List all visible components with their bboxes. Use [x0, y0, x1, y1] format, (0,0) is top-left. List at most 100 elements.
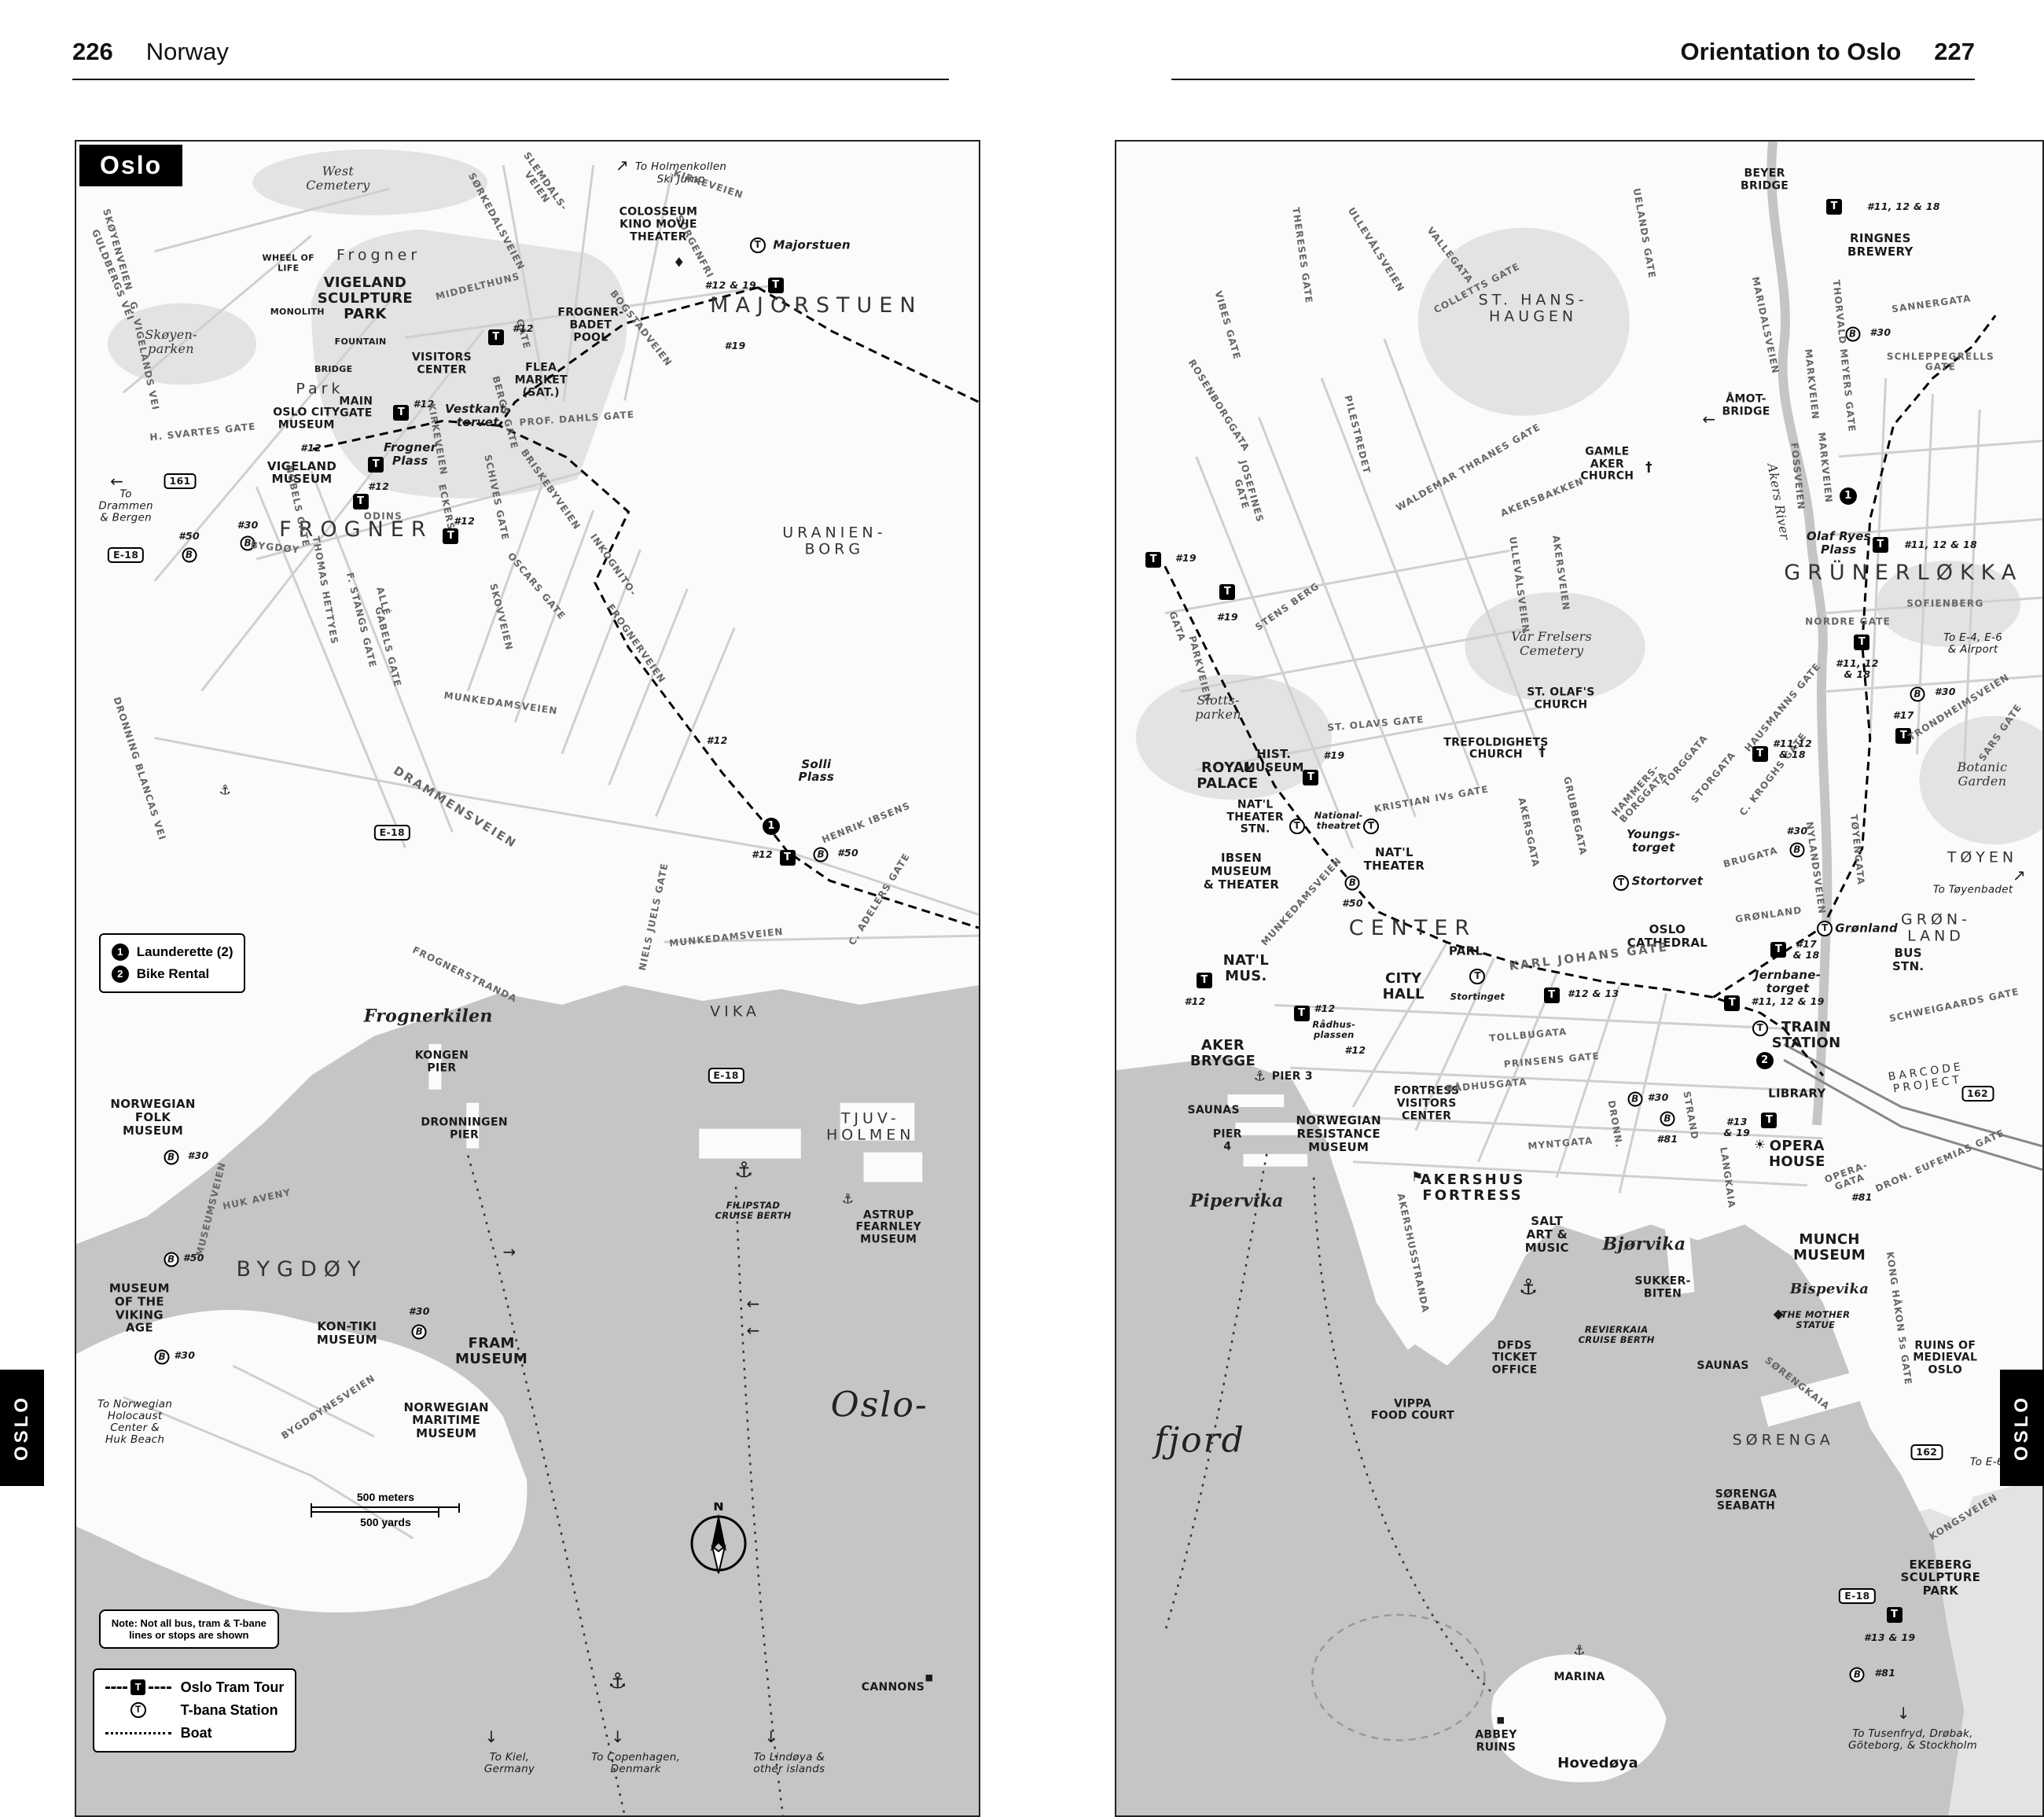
- map-label: #12: [300, 441, 322, 454]
- tram-stop-icon: T: [1770, 942, 1787, 958]
- map-label: #81: [1874, 1667, 1896, 1679]
- map-label: FRAM MUSEUM: [455, 1335, 528, 1368]
- legend-tbana-label: T-bana Station: [180, 1701, 278, 1718]
- section-tab-right: OSLO: [2000, 1370, 2044, 1486]
- highway-shield: 162: [1961, 1086, 1994, 1102]
- tram-stop-icon: T: [1293, 1006, 1310, 1022]
- map-label: VIPPA FOOD COURT: [1370, 1397, 1455, 1422]
- bus-stop-icon: B: [164, 1252, 179, 1267]
- map-icon: ⚓: [1518, 1275, 1539, 1300]
- right-page-number: 227: [1934, 38, 1975, 65]
- map-label: #12 & 19: [704, 279, 757, 292]
- highway-shield: E-18: [1839, 1588, 1876, 1605]
- map-label: #12: [1184, 995, 1206, 1008]
- map-label: OPERA HOUSE: [1768, 1137, 1825, 1171]
- map-label: #12: [512, 322, 534, 335]
- map-geography: [76, 149, 979, 1815]
- tbana-symbol: T: [105, 1702, 171, 1719]
- scale-bar: [311, 1507, 440, 1517]
- map-label: Slotts- parken: [1195, 692, 1241, 722]
- map-label: Pipervika: [1189, 1190, 1284, 1212]
- map-label: MONOLITH: [270, 307, 325, 317]
- map-label: PIER 3: [1271, 1070, 1313, 1083]
- map-label: DFDS TICKET OFFICE: [1491, 1339, 1538, 1377]
- map-label: VIGELAND MUSEUM: [267, 458, 337, 487]
- map-label: #17 & 18: [1792, 938, 1820, 962]
- map-label: #13 & 19: [1723, 1115, 1751, 1138]
- tram-stop-icon: T: [1854, 634, 1870, 650]
- key-row-bike-rental: 2 Bike Rental: [111, 963, 233, 985]
- bus-stop-icon: B: [1845, 326, 1860, 342]
- map-label: Rådhus- plassen: [1312, 1019, 1356, 1041]
- map-label: #30: [1786, 825, 1808, 837]
- tram-stop-icon: T: [131, 1679, 146, 1696]
- map-label: FILIPSTAD CRUISE BERTH: [715, 1200, 792, 1222]
- map-geography: [1116, 142, 2042, 1815]
- map-label: #17: [1892, 709, 1914, 722]
- map-label: AKERSHUS FORTRESS: [1420, 1171, 1526, 1204]
- map-icon: ⚓: [219, 782, 232, 799]
- map-icon: ⚑: [1411, 1169, 1424, 1186]
- map-label: BUS STN.: [1891, 946, 1925, 974]
- direction-arrow: ↓: [611, 1727, 625, 1746]
- map-label: #12: [751, 848, 773, 860]
- map-label: Jernbane- torget: [1754, 967, 1822, 995]
- map-label: #50: [178, 530, 200, 543]
- map-label: Frognerkilen: [363, 1006, 493, 1028]
- map-label: #11, 12 & 18: [1836, 657, 1879, 680]
- map-label: CITY HALL: [1382, 969, 1425, 1003]
- map-label: To Tusenfryd, Drøbak, Göteborg, & Stockh…: [1848, 1727, 1978, 1753]
- map-label: #30: [187, 1149, 209, 1162]
- map-label: SAUNAS: [1697, 1359, 1749, 1373]
- bus-stop-icon: B: [164, 1149, 179, 1165]
- highway-shield: E-18: [373, 825, 410, 841]
- map-icon: ⚓: [608, 1668, 628, 1694]
- map-label: NORDRE GATE: [1805, 616, 1891, 627]
- map-label: #11, 12 & 19: [1751, 995, 1825, 1008]
- map-label: Skøyen- parken: [145, 327, 197, 357]
- map-label: CANNONS: [861, 1681, 925, 1694]
- direction-arrow: ↓: [1896, 1703, 1910, 1723]
- tbana-station-icon: T: [1613, 875, 1629, 892]
- tram-stop-icon: T: [1303, 770, 1319, 786]
- map-icon: ♦: [673, 255, 686, 271]
- scale-meters-label: 500 meters: [356, 1490, 415, 1503]
- map-label: GAMLE AKER CHURCH: [1580, 445, 1634, 483]
- boat-line-symbol: [105, 1731, 171, 1734]
- map-label: ROYAL PALACE: [1197, 759, 1259, 792]
- map-label: MARINA: [1553, 1671, 1605, 1684]
- map-label: IBSEN MUSEUM & THEATER: [1203, 851, 1280, 892]
- map-label: FROGNER: [279, 517, 433, 542]
- map-label: NAT'L MUS.: [1222, 951, 1270, 984]
- map-label: #19: [1323, 749, 1345, 762]
- map-label: EKEBERG SCULPTURE PARK: [1900, 1557, 1981, 1598]
- map-label: Stortorvet: [1631, 874, 1704, 888]
- key-row-launderette: 1 Launderette (2): [111, 941, 233, 963]
- poi-number-marker: 1: [762, 817, 780, 835]
- tram-line-symbol: T: [105, 1679, 171, 1696]
- map-key-box: 1 Launderette (2) 2 Bike Rental: [98, 933, 246, 994]
- tram-stop-icon: T: [1219, 583, 1236, 600]
- map-label: TREFOLDIGHETS CHURCH: [1443, 736, 1549, 761]
- map-label: SAUNAS: [1187, 1103, 1240, 1116]
- map-icon: ▪: [924, 1669, 934, 1686]
- map-label: To Kiel, Germany: [483, 1750, 535, 1775]
- legend-tbana-row: T T-bana Station: [105, 1699, 285, 1722]
- tbana-station-icon: T: [130, 1702, 146, 1719]
- highway-shield: E-18: [107, 546, 145, 563]
- map-label: OSLO CATHEDRAL: [1627, 922, 1708, 951]
- map-label: #30: [408, 1305, 430, 1318]
- map-icon: ⚓: [1573, 1642, 1586, 1659]
- map-label: Frogner: [336, 246, 421, 264]
- left-page-title: Norway: [145, 38, 229, 65]
- map-label: ÅMOT- BRIDGE: [1722, 392, 1770, 418]
- tram-stop-icon: T: [487, 329, 504, 346]
- bus-stop-icon: B: [1849, 1667, 1865, 1683]
- bus-stop-icon: B: [1660, 1111, 1675, 1127]
- map-label: Solli Plass: [798, 756, 835, 785]
- tram-stop-icon: T: [1895, 727, 1912, 744]
- map-symbols-legend: T Oslo Tram Tour T T-bana Station Boat: [92, 1668, 297, 1753]
- map-label: THE MOTHER STATUE: [1781, 1308, 1851, 1330]
- direction-arrow: ↓: [764, 1727, 778, 1746]
